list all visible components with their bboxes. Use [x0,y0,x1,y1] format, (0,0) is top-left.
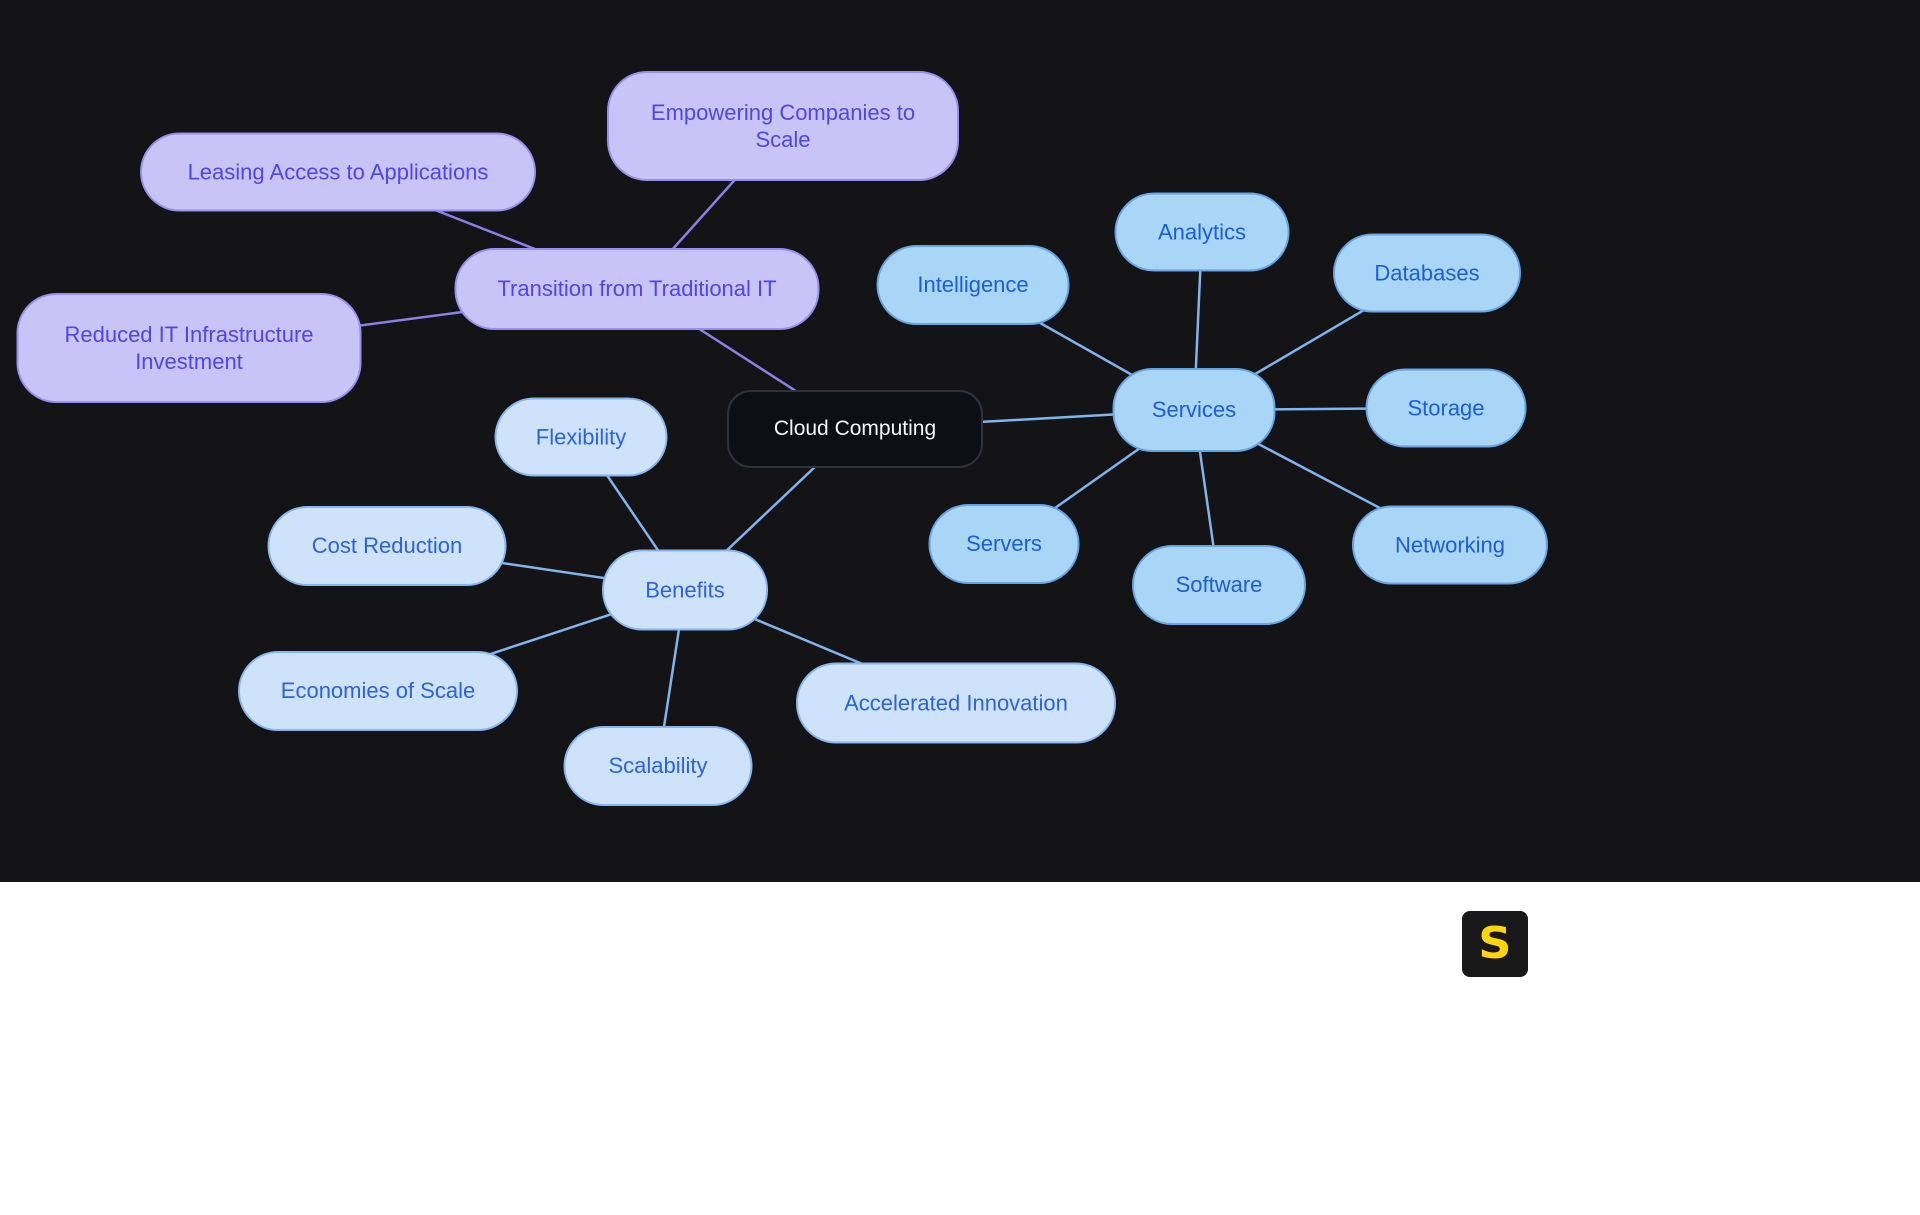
node-intelligence[interactable]: Intelligence [876,245,1070,325]
node-transition-from-traditional-it[interactable]: Transition from Traditional IT [454,248,820,330]
node-label: Servers [966,531,1042,557]
node-label: Transition from Traditional IT [497,276,777,302]
node-flexibility[interactable]: Flexibility [494,397,668,477]
footer-strip [0,882,1920,1215]
node-leasing-access-to-applications[interactable]: Leasing Access to Applications [140,132,536,212]
node-software[interactable]: Software [1132,545,1306,625]
node-label: Accelerated Innovation [844,690,1068,716]
node-label: Scalability [608,753,708,779]
node-scalability[interactable]: Scalability [563,726,753,806]
node-label: Databases [1374,260,1480,286]
node-label: Networking [1394,532,1506,558]
node-label: Cost Reduction [311,533,463,559]
brand-logo: S [1462,911,1528,977]
node-analytics[interactable]: Analytics [1114,192,1290,272]
node-empowering-companies-to-scale[interactable]: Empowering Companies to Scale [607,71,959,181]
node-cost-reduction[interactable]: Cost Reduction [267,506,507,586]
node-networking[interactable]: Networking [1352,505,1548,585]
node-services[interactable]: Services [1112,368,1276,452]
node-label: Benefits [645,577,725,603]
node-benefits[interactable]: Benefits [602,549,768,631]
node-label: Empowering Companies to Scale [650,99,916,153]
node-label: Leasing Access to Applications [187,159,489,185]
mindmap-canvas: Leasing Access to Applications Empowerin… [0,0,1920,882]
node-label: Cloud Computing [773,416,937,440]
node-storage[interactable]: Storage [1365,368,1527,448]
node-label: Software [1175,572,1263,598]
node-label: Storage [1407,395,1485,421]
node-label: Flexibility [535,424,627,450]
node-economies-of-scale[interactable]: Economies of Scale [238,651,518,731]
node-label: Intelligence [917,272,1029,298]
node-label: Reduced IT Infrastructure Investment [64,321,314,375]
node-label: Analytics [1157,219,1247,245]
node-servers[interactable]: Servers [928,504,1080,584]
brand-logo-letter: S [1478,918,1512,969]
node-databases[interactable]: Databases [1333,233,1521,313]
node-accelerated-innovation[interactable]: Accelerated Innovation [796,662,1116,744]
node-label: Services [1151,397,1237,423]
node-reduced-it-infrastructure-investment[interactable]: Reduced IT Infrastructure Investment [16,293,362,403]
node-label: Economies of Scale [280,678,476,704]
node-cloud-computing[interactable]: Cloud Computing [727,390,983,468]
